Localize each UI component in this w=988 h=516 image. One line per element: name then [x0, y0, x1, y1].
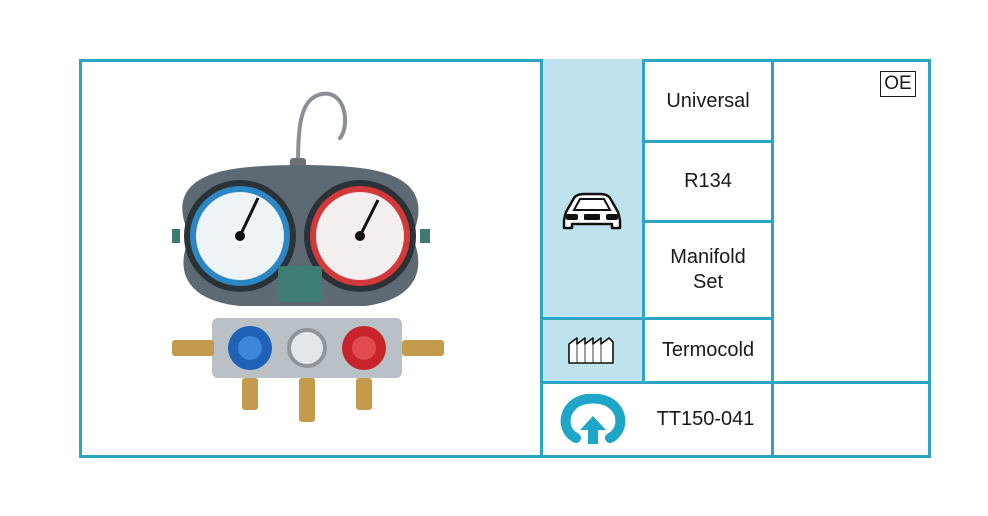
product-name-line1: Manifold — [670, 246, 746, 268]
divider — [771, 59, 774, 458]
oe-badge: OE — [880, 71, 916, 97]
product-name-cell: Manifold Set — [645, 223, 771, 317]
product-name-line2: Set — [692, 271, 724, 293]
car-icon — [562, 192, 622, 230]
product-card — [79, 59, 931, 458]
brand-label: Termocold — [661, 339, 755, 361]
divider — [540, 381, 931, 384]
application-cell: Universal — [645, 62, 771, 140]
divider — [540, 317, 774, 320]
product-code: TT150-041 — [656, 408, 755, 430]
tooth-stamp-icon — [568, 337, 614, 364]
brand-cell: Termocold — [645, 320, 771, 381]
refrigerant-label: R134 — [684, 170, 732, 192]
application-label: Universal — [666, 89, 750, 112]
manifold-gauge-set-photo — [172, 91, 444, 422]
divider — [642, 220, 774, 223]
code-cell: TT150-041 — [640, 384, 771, 455]
refrigerant-cell: R134 — [645, 143, 771, 220]
divider — [540, 59, 543, 458]
circular-arrow-logo-icon — [560, 394, 626, 444]
divider — [642, 140, 774, 143]
